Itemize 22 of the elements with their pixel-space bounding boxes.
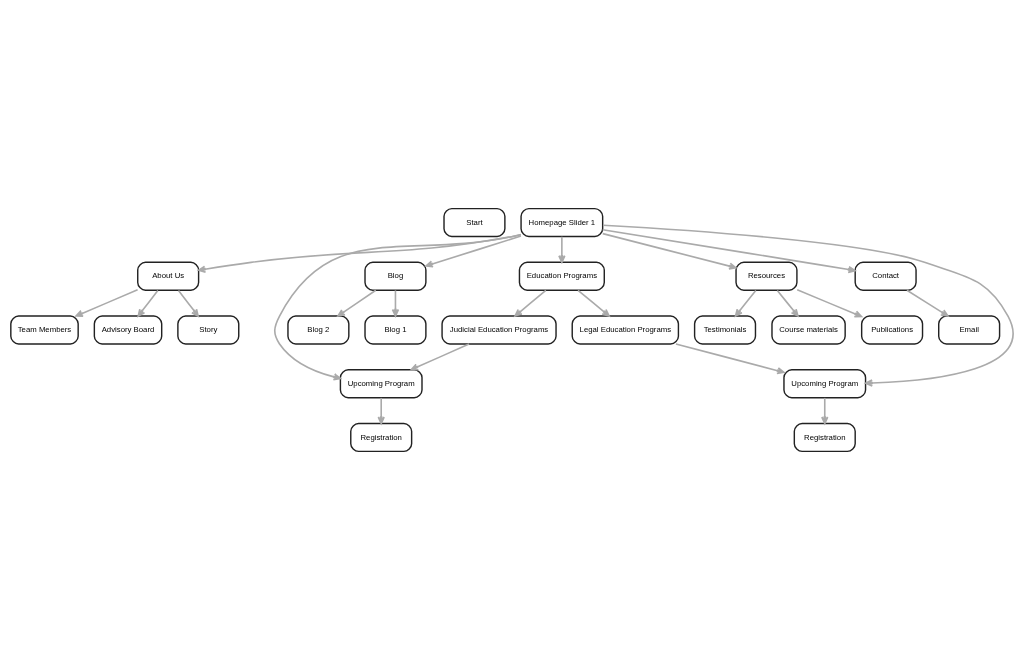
arrow bbox=[796, 288, 863, 318]
arrow bbox=[577, 289, 610, 317]
arrow bbox=[273, 233, 522, 381]
arrow bbox=[602, 224, 1014, 387]
arrow bbox=[734, 289, 757, 317]
arrow bbox=[821, 397, 829, 425]
arrow bbox=[906, 289, 949, 317]
arrow bbox=[197, 233, 522, 273]
arrow bbox=[75, 289, 139, 317]
arrow bbox=[601, 232, 737, 270]
arrow bbox=[177, 289, 199, 317]
arrow bbox=[675, 343, 785, 375]
arrow bbox=[410, 343, 470, 371]
arrow bbox=[601, 228, 856, 274]
arrow bbox=[514, 289, 547, 317]
arrow bbox=[776, 289, 799, 317]
arrow bbox=[425, 235, 522, 268]
arrow bbox=[337, 289, 377, 317]
arrow bbox=[391, 289, 400, 317]
arrow bbox=[558, 235, 566, 264]
arrow bbox=[137, 289, 159, 317]
arrow bbox=[377, 397, 385, 425]
